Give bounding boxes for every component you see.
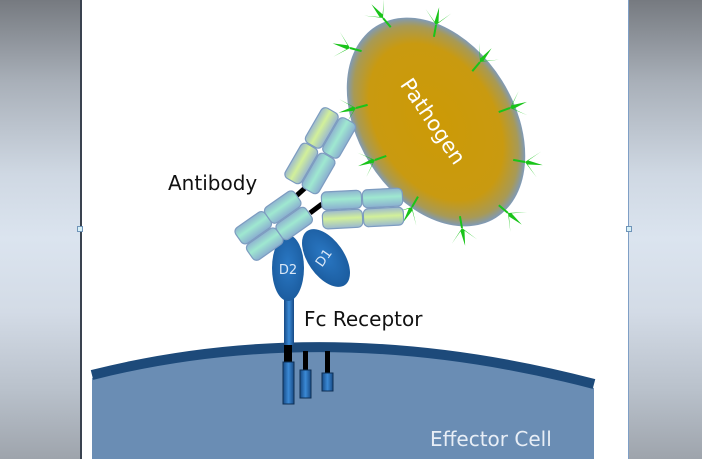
receptor-domain-d1 [302, 229, 350, 287]
antibody-label: Antibody [168, 171, 257, 195]
antibody-fab-arm-right [320, 187, 405, 230]
antibody-fc-region [234, 190, 314, 261]
receptor-transmembrane [282, 342, 334, 405]
resize-handle-left[interactable] [77, 226, 83, 232]
pathogen: Pathogen [346, 17, 526, 227]
receptor-domain-d2 [272, 235, 304, 301]
fc-receptor-label: Fc Receptor [304, 307, 423, 331]
resize-handle-right[interactable] [626, 226, 632, 232]
label-d2: D2 [279, 263, 297, 278]
effector-cell [90, 342, 596, 459]
antibody-fab-arm-upper [284, 107, 357, 195]
effector-cell-label: Effector Cell [430, 427, 552, 451]
fc-receptor: D2 D1 [272, 229, 350, 345]
